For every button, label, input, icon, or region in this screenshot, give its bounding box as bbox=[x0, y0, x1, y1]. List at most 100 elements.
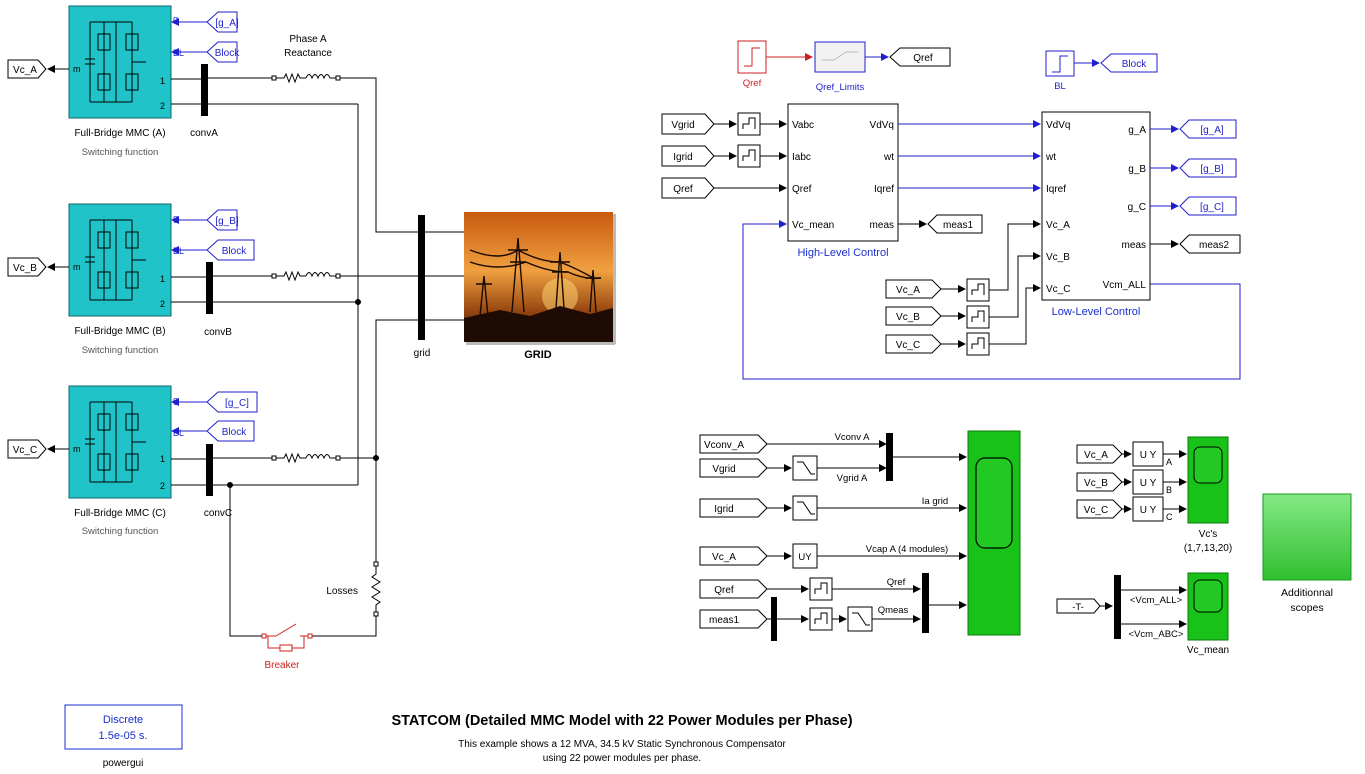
bus-selector-vcm[interactable] bbox=[1114, 575, 1121, 639]
vcs-title: Vc's bbox=[1199, 529, 1218, 540]
svg-text:Qref: Qref bbox=[887, 577, 906, 588]
port-2: 2 bbox=[160, 101, 165, 111]
qref-saturation[interactable] bbox=[815, 42, 865, 72]
svg-text:-T-: -T- bbox=[1072, 602, 1084, 613]
svg-text:UY: UY bbox=[798, 552, 812, 563]
svg-text:Vconv A: Vconv A bbox=[835, 432, 871, 443]
svg-text:[g_C]: [g_C] bbox=[225, 398, 249, 409]
breaker-label: Breaker bbox=[264, 660, 300, 671]
svg-text:2: 2 bbox=[160, 299, 165, 309]
svg-text:meas: meas bbox=[1122, 240, 1146, 251]
reactance-c[interactable] bbox=[272, 454, 340, 462]
svg-text:Vc_C: Vc_C bbox=[1084, 505, 1108, 516]
mmc-phase-c-block[interactable] bbox=[69, 386, 171, 498]
reactance-b[interactable] bbox=[272, 272, 340, 280]
svg-text:m: m bbox=[73, 444, 81, 454]
mmc-b-sub: Switching function bbox=[82, 345, 159, 356]
svg-text:Discrete: Discrete bbox=[103, 714, 143, 726]
qref-step-block[interactable] bbox=[738, 41, 766, 73]
svg-text:Vc_A: Vc_A bbox=[13, 65, 37, 76]
port-1: 1 bbox=[160, 76, 165, 86]
grid-bus[interactable] bbox=[418, 215, 425, 340]
svg-text:<Vcm_ABC>: <Vcm_ABC> bbox=[1129, 629, 1184, 640]
svg-text:Ia grid: Ia grid bbox=[922, 496, 948, 507]
svg-text:[g_B]: [g_B] bbox=[1200, 164, 1224, 175]
svg-text:A: A bbox=[1166, 457, 1172, 467]
svg-text:[g_B]: [g_B] bbox=[215, 216, 239, 227]
svg-text:wt: wt bbox=[883, 152, 894, 163]
losses-resistor[interactable] bbox=[372, 562, 380, 616]
zoh-meas1[interactable] bbox=[810, 608, 832, 630]
zoh-vgrid[interactable] bbox=[738, 113, 760, 135]
svg-text:Vc_B: Vc_B bbox=[1084, 478, 1108, 489]
zoh-igrid[interactable] bbox=[738, 145, 760, 167]
mmc-c-sub: Switching function bbox=[82, 526, 159, 537]
powergui-label: powergui bbox=[103, 758, 144, 769]
powergui-block[interactable] bbox=[65, 705, 182, 749]
selector-vgrid[interactable] bbox=[793, 456, 817, 480]
reactance-label-2: Reactance bbox=[284, 48, 332, 59]
svg-text:BL: BL bbox=[173, 428, 184, 438]
hlc-title: High-Level Control bbox=[797, 247, 888, 259]
main-scope-inputs: Vconv_A Vconv A Vgrid Vgrid A Igrid Ia g… bbox=[700, 432, 966, 641]
grid-bus-label: grid bbox=[414, 348, 431, 359]
svg-text:Vcm_ALL: Vcm_ALL bbox=[1103, 280, 1147, 291]
svg-text:Vc_A: Vc_A bbox=[1046, 220, 1070, 231]
svg-text:Vc_A: Vc_A bbox=[1084, 450, 1108, 461]
zoh-qref-scope[interactable] bbox=[810, 578, 832, 600]
selector-qmeas[interactable] bbox=[848, 607, 872, 631]
svg-text:Vc_A: Vc_A bbox=[896, 285, 920, 296]
vcs-scope[interactable] bbox=[1188, 437, 1228, 523]
svg-text:Iqref: Iqref bbox=[1046, 184, 1066, 195]
mux-conv-b[interactable] bbox=[206, 262, 213, 314]
svg-text:meas1: meas1 bbox=[709, 615, 739, 626]
svg-text:meas1: meas1 bbox=[943, 220, 973, 231]
grid-image[interactable] bbox=[464, 212, 616, 345]
reactance-a[interactable] bbox=[272, 74, 340, 82]
svg-text:BL: BL bbox=[173, 246, 184, 256]
vcs-sub: (1,7,13,20) bbox=[1184, 543, 1232, 554]
svg-text:B: B bbox=[1166, 485, 1172, 495]
svg-text:1.5e-05 s.: 1.5e-05 s. bbox=[99, 730, 148, 742]
additional-scopes-block[interactable] bbox=[1263, 494, 1351, 580]
svg-text:Vgrid: Vgrid bbox=[671, 120, 694, 131]
breaker[interactable] bbox=[262, 624, 312, 651]
svg-text:Vc_C: Vc_C bbox=[13, 445, 37, 456]
svg-text:meas: meas bbox=[870, 220, 894, 231]
vc-inputs-llc: Vc_A Vc_B Vc_C bbox=[886, 224, 1040, 355]
svg-text:Block: Block bbox=[1122, 59, 1147, 70]
zoh-vcc[interactable] bbox=[967, 333, 989, 355]
zoh-vca[interactable] bbox=[967, 279, 989, 301]
svg-text:Igrid: Igrid bbox=[673, 152, 692, 163]
mmc-phase-b-block[interactable] bbox=[69, 204, 171, 316]
main-scope[interactable] bbox=[968, 431, 1020, 635]
mux-conv-a[interactable] bbox=[201, 64, 208, 116]
additional-scopes-line1: Additionnal bbox=[1281, 587, 1333, 599]
mmc-phase-a-block[interactable] bbox=[69, 6, 171, 118]
svg-text:VdVq: VdVq bbox=[870, 120, 894, 131]
llc-title: Low-Level Control bbox=[1052, 306, 1141, 318]
selector-igrid[interactable] bbox=[793, 496, 817, 520]
mux-qref[interactable] bbox=[922, 573, 929, 633]
description-line-1: This example shows a 12 MVA, 34.5 kV Sta… bbox=[458, 739, 786, 750]
svg-text:Vc_C: Vc_C bbox=[896, 340, 920, 351]
svg-text:g_A: g_A bbox=[1128, 125, 1146, 136]
svg-text:Vc_C: Vc_C bbox=[1046, 284, 1070, 295]
svg-text:Block: Block bbox=[222, 427, 247, 438]
svg-text:2: 2 bbox=[160, 481, 165, 491]
svg-text:[g_C]: [g_C] bbox=[1200, 202, 1224, 213]
svg-text:U Y: U Y bbox=[1140, 450, 1157, 461]
vc-mean-scope[interactable] bbox=[1188, 573, 1228, 640]
svg-text:Block: Block bbox=[215, 48, 240, 59]
svg-text:g_B: g_B bbox=[1128, 164, 1146, 175]
mux-conv-c[interactable] bbox=[206, 444, 213, 496]
mux-vconv[interactable] bbox=[886, 433, 893, 481]
zoh-vcb[interactable] bbox=[967, 306, 989, 328]
svg-text:Vconv_A: Vconv_A bbox=[704, 440, 744, 451]
svg-text:U Y: U Y bbox=[1140, 505, 1157, 516]
bl-step-block[interactable] bbox=[1046, 51, 1074, 76]
svg-text:Vgrid A: Vgrid A bbox=[837, 473, 868, 484]
svg-text:convA: convA bbox=[190, 128, 218, 139]
svg-text:g: g bbox=[173, 395, 178, 405]
demux-meas1[interactable] bbox=[771, 597, 777, 641]
